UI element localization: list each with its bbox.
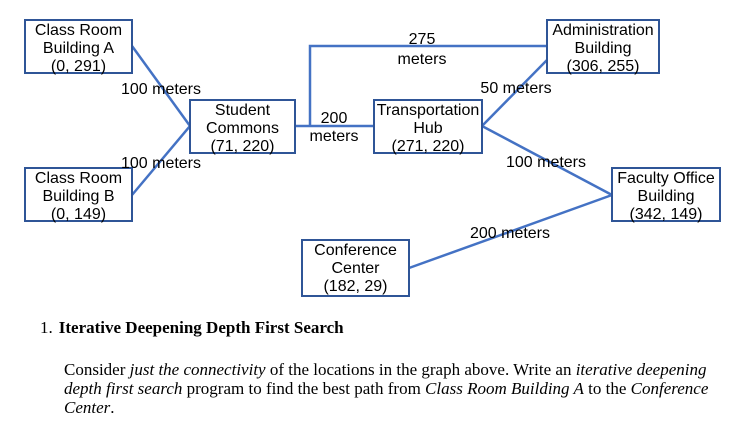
edge-label-line: 100 meters xyxy=(506,154,586,171)
edge-label-crB-sc: 100 meters xyxy=(121,155,201,172)
node-label-line: Building xyxy=(638,188,695,205)
edge-crA-sc xyxy=(130,45,192,127)
question-text: to the xyxy=(583,379,631,398)
node-label-line: Faculty Office xyxy=(617,170,715,187)
question-section: 1. Iterative Deepening Depth First Search… xyxy=(40,318,730,417)
node-label-line: Commons xyxy=(206,120,279,137)
node-label-line: Building A xyxy=(43,40,114,57)
edge-label-line: 200 xyxy=(321,110,348,127)
question-text: program to find the best path from xyxy=(182,379,426,398)
edge-label-line: meters xyxy=(310,128,359,145)
edge-sc-admin xyxy=(308,44,547,126)
edge-label-line: 100 meters xyxy=(121,81,201,98)
question-text: Consider xyxy=(64,360,130,379)
node-label-line: (271, 220) xyxy=(392,138,465,155)
edge-crB-sc xyxy=(131,125,191,196)
node-label-line: Hub xyxy=(413,120,442,137)
edge-label-th-admin: 50 meters xyxy=(480,80,551,97)
question-body: Consider just the connectivity of the lo… xyxy=(64,360,730,417)
edge-th-fo xyxy=(481,124,613,197)
edge-label-line: 50 meters xyxy=(480,80,551,97)
node-label-line: (306, 255) xyxy=(567,58,640,75)
node-label-line: (71, 220) xyxy=(210,138,274,155)
node-label-line: Transportation xyxy=(377,102,480,119)
edge-label-line: meters xyxy=(398,51,447,68)
question-title: Iterative Deepening Depth First Search xyxy=(58,318,344,337)
edges-layer xyxy=(130,44,613,270)
node-label-line: Building B xyxy=(42,188,114,205)
question-emphasis: just the connectivity xyxy=(129,360,266,379)
node-box xyxy=(611,167,721,222)
node-label-line: Class Room xyxy=(35,22,122,39)
node-box xyxy=(301,239,410,297)
edge-th-admin xyxy=(481,59,548,127)
node-label-line: (182, 29) xyxy=(323,278,387,295)
node-label-line: Conference xyxy=(314,242,397,259)
edge-label-line: 100 meters xyxy=(121,155,201,172)
edge-label-line: 200 meters xyxy=(470,225,550,242)
question-emphasis: Class Room Building A xyxy=(425,379,584,398)
node-box xyxy=(24,167,133,222)
question-text: . xyxy=(110,398,115,417)
edge-fo-cc xyxy=(408,193,613,270)
edge-label-fo-cc: 200 meters xyxy=(470,225,550,242)
node-label-line: Student xyxy=(215,102,271,119)
node-box xyxy=(189,99,296,154)
question-text: of the locations in the graph above. Wri… xyxy=(265,360,576,379)
question-heading: 1. Iterative Deepening Depth First Search xyxy=(40,318,730,338)
node-label-line: Center xyxy=(331,260,380,277)
node-box xyxy=(546,19,660,74)
node-label-line: Class Room xyxy=(35,170,122,187)
node-label-line: (342, 149) xyxy=(630,206,703,223)
edge-label-sc-admin: 275 meters xyxy=(398,31,447,68)
node-label-line: (0, 291) xyxy=(51,58,106,75)
edge-label-line: 275 xyxy=(409,31,436,48)
node-label-line: (0, 149) xyxy=(51,206,106,223)
question-emphasis: iterative deepening depth first search xyxy=(64,360,707,398)
node-box xyxy=(373,99,483,154)
node-label-line: Building xyxy=(575,40,632,57)
edge-label-crA-sc: 100 meters xyxy=(121,81,201,98)
node-box xyxy=(24,19,133,74)
edge-label-th-fo: 100 meters xyxy=(506,154,586,171)
node-label-line: Administration xyxy=(552,22,653,39)
question-emphasis: Conference Center xyxy=(64,379,709,417)
question-number: 1. xyxy=(40,318,53,337)
